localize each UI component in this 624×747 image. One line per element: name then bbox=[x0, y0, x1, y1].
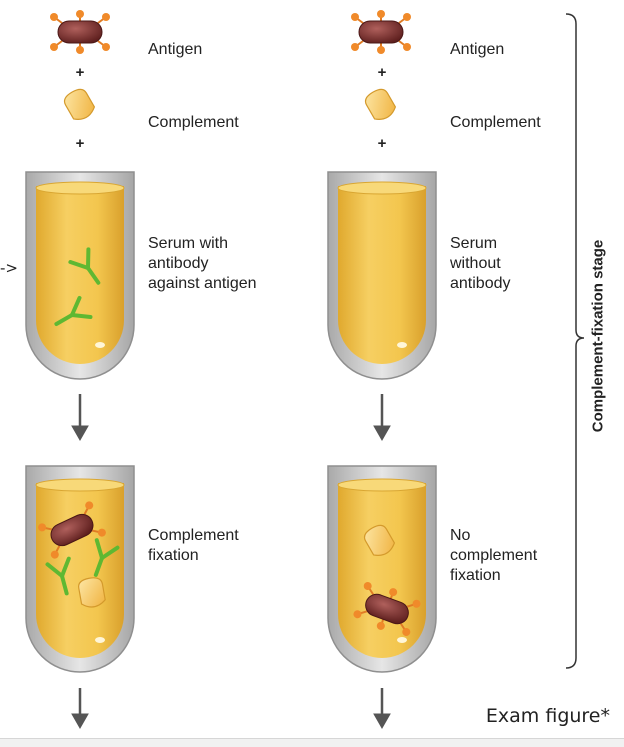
antigen-icon bbox=[50, 10, 110, 54]
antibody-icon bbox=[68, 247, 101, 285]
complement-icon bbox=[364, 88, 397, 120]
test-tube-without-antibody bbox=[327, 171, 437, 380]
down-arrow-icon bbox=[373, 394, 391, 442]
antibody-icon bbox=[93, 538, 120, 577]
antigen-icon bbox=[353, 582, 421, 636]
down-arrow-icon bbox=[71, 688, 89, 730]
test-tube-with-antibody bbox=[25, 171, 135, 380]
plus-sign: + bbox=[377, 135, 387, 152]
result-label: Complement fixation bbox=[148, 527, 239, 564]
antigen-label: Antigen bbox=[450, 41, 505, 58]
complement-icon bbox=[363, 524, 396, 556]
serum-label: Serum without antibody bbox=[450, 235, 511, 292]
test-tube-complement-fixation bbox=[25, 465, 135, 673]
complement-icon bbox=[63, 88, 96, 120]
antigen-icon bbox=[351, 10, 411, 54]
bottom-scrollbar[interactable] bbox=[0, 738, 624, 747]
plus-sign: + bbox=[75, 135, 85, 152]
antigen-label: Antigen bbox=[148, 41, 203, 58]
down-arrow-icon bbox=[373, 688, 391, 730]
complement-icon bbox=[78, 577, 106, 608]
figure-caption: Exam figure* bbox=[485, 705, 610, 727]
arrow-marker: -> bbox=[0, 259, 18, 277]
plus-sign: + bbox=[75, 64, 85, 81]
test-tube-no-fixation bbox=[327, 465, 437, 673]
antibody-icon bbox=[45, 556, 71, 596]
serum-label: Serum with antibody against antigen bbox=[148, 235, 257, 292]
antibody-icon bbox=[54, 295, 93, 326]
down-arrow-icon bbox=[71, 394, 89, 442]
antigen-icon bbox=[38, 501, 106, 559]
stage-label: Complement-fixation stage bbox=[589, 239, 607, 433]
plus-sign: + bbox=[377, 64, 387, 81]
stage-bracket bbox=[565, 13, 585, 669]
result-label: No complement fixation bbox=[450, 527, 538, 584]
complement-label: Complement bbox=[148, 114, 239, 131]
complement-label: Complement bbox=[450, 114, 541, 131]
